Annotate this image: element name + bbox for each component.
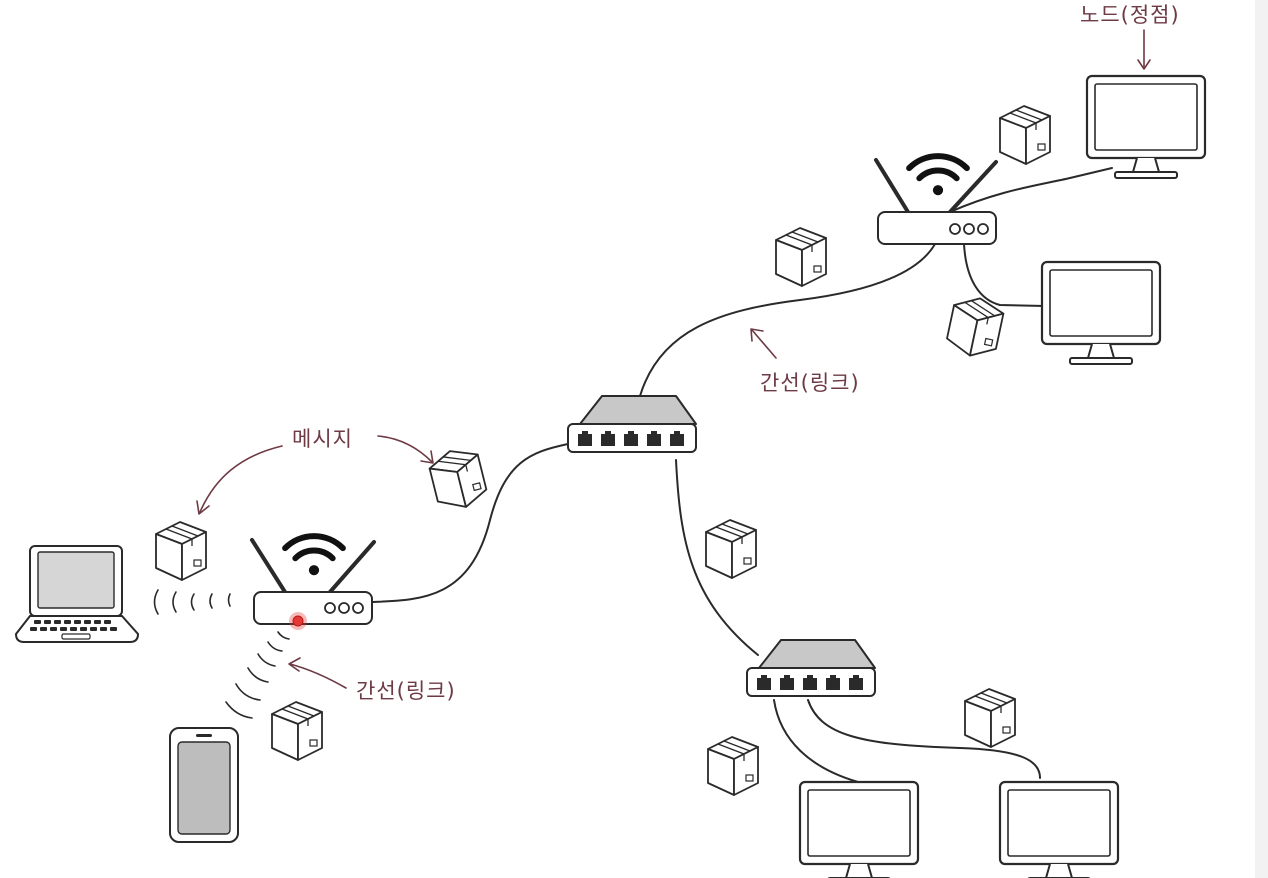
window-edge <box>1255 0 1268 878</box>
wireless-link-laptop <box>153 589 231 615</box>
package-box-icon <box>707 736 759 796</box>
network-switch-icon <box>746 639 876 697</box>
wifi-signal-icon <box>909 156 967 195</box>
monitor-icon <box>998 780 1120 878</box>
network-switch-icon <box>567 395 697 453</box>
node-label: 노드(정점) <box>1080 3 1180 27</box>
wifi-router-top <box>874 158 998 245</box>
message-label: 메시지 <box>292 427 353 451</box>
package-box-icon <box>155 521 207 581</box>
wireless-link-phone <box>225 631 290 719</box>
package-box-icon <box>425 443 491 515</box>
monitor-icon <box>798 780 920 878</box>
monitor-icon <box>1040 260 1162 366</box>
cable-links <box>371 167 1113 783</box>
edge-label-top: 간선(링크) <box>760 371 860 395</box>
package-box-icon <box>705 519 757 579</box>
monitor-icon <box>1085 74 1207 180</box>
wifi-router-bottom <box>250 538 376 630</box>
smartphone-icon <box>169 727 239 843</box>
annotation-arrows <box>196 29 1151 689</box>
wifi-signal-icon <box>285 536 343 575</box>
package-box-icon <box>775 227 827 287</box>
edge-label-bottom: 간선(링크) <box>356 679 456 703</box>
package-box-icon <box>271 701 323 761</box>
package-box-icon <box>964 688 1016 748</box>
laptop-icon <box>14 545 140 643</box>
package-box-icon <box>999 105 1051 165</box>
